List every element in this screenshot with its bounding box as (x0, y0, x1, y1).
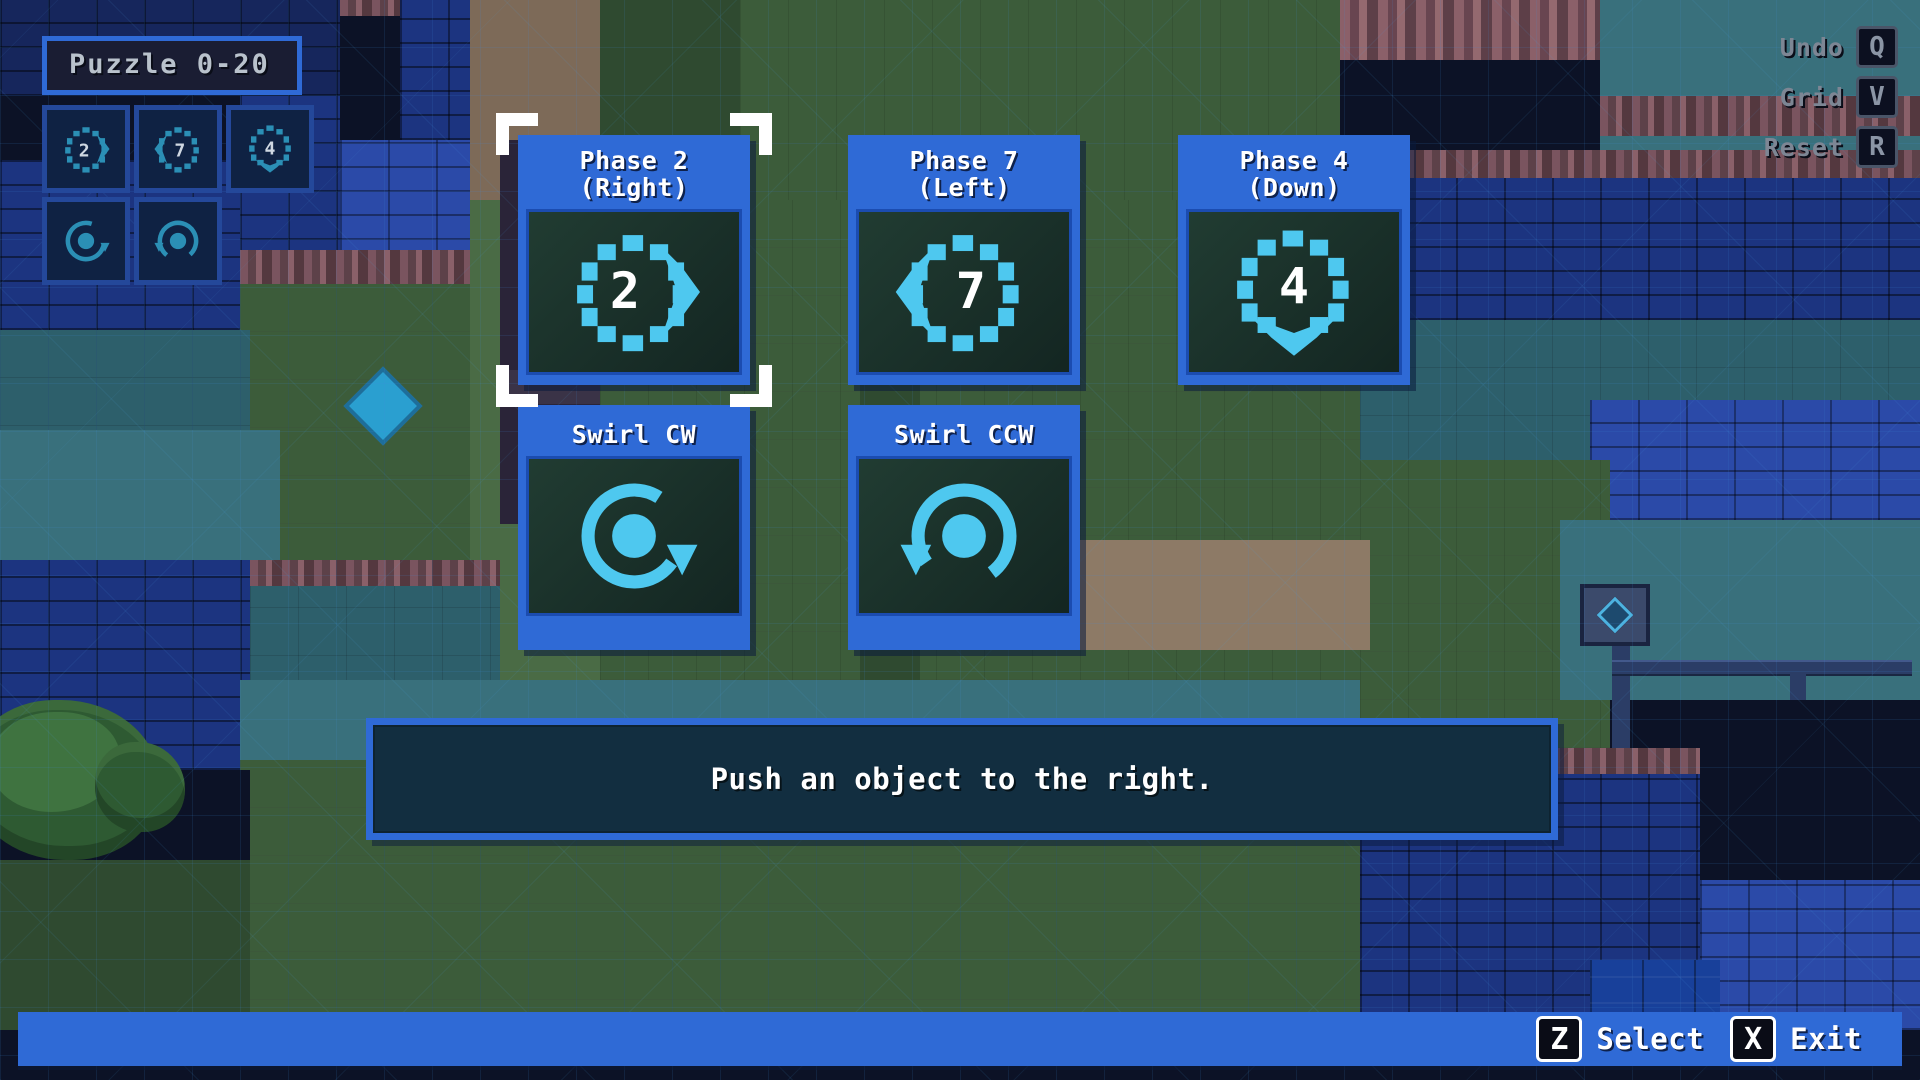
bg-grass (240, 284, 500, 584)
svg-text:4: 4 (1279, 257, 1309, 315)
keycap-x[interactable]: X (1730, 1016, 1777, 1062)
ability-card-icon-well: 4 (1186, 209, 1402, 375)
svg-text:7: 7 (956, 262, 986, 320)
ability-inventory: 2 7 (42, 105, 314, 285)
phase-ring-down-icon: 4 (1237, 230, 1349, 356)
ability-card-phase-4-down[interactable]: Phase 4 (Down) 4 (1178, 135, 1410, 385)
bg-path (1050, 540, 1370, 650)
bg-brick (1700, 880, 1920, 1030)
inventory-slot-phase-7-left[interactable]: 7 (134, 105, 222, 193)
inventory-slot-swirl-ccw[interactable] (134, 197, 222, 285)
ability-card-swirl-cw[interactable]: Swirl CW (518, 405, 750, 650)
inventory-slot-empty (226, 197, 314, 285)
phase-ring-right-icon: 2 (65, 127, 110, 173)
hud-shortcut-label: Undo (1779, 32, 1844, 62)
bg-brick (1590, 400, 1920, 520)
keycap-q[interactable]: Q (1856, 26, 1898, 68)
action-label: Exit (1790, 1022, 1862, 1056)
action-bar: Z Select X Exit (18, 1012, 1902, 1066)
action-exit[interactable]: X Exit (1730, 1016, 1862, 1062)
svg-text:2: 2 (610, 262, 640, 320)
hint-bar: Push an object to the right. (366, 718, 1558, 840)
phase-ring-down-icon: 4 (249, 125, 291, 173)
hud-shortcuts: Undo Q Grid V Reset R (1764, 26, 1898, 168)
bg-brick (1360, 160, 1920, 320)
hud-shortcut-label: Grid (1779, 82, 1844, 112)
inventory-slot-phase-4-down[interactable]: 4 (226, 105, 314, 193)
phase-ring-left-icon: 7 (895, 235, 1019, 352)
bg-rubble (1340, 0, 1600, 60)
ability-card-phase-2-right[interactable]: Phase 2 (Right) 2 (518, 135, 750, 385)
ability-card-icon-well (526, 456, 742, 616)
hud-shortcut-label: Reset (1763, 132, 1844, 162)
phase-ring-left-icon: 7 (154, 127, 199, 173)
ability-card-icon-well (856, 456, 1072, 616)
bg-node (1580, 584, 1650, 646)
keycap-v[interactable]: V (1856, 76, 1898, 118)
hud-shortcut-grid[interactable]: Grid V (1780, 76, 1898, 118)
svg-text:4: 4 (265, 138, 276, 159)
ability-card-title: Phase 4 (Down) (1239, 146, 1349, 202)
phase-ring-right-icon: 2 (577, 235, 700, 352)
ability-card-title: Swirl CW (571, 420, 697, 449)
bg-grass (1360, 460, 1610, 760)
bg-pipe (1612, 660, 1912, 676)
inventory-slot-phase-2-right[interactable]: 2 (42, 105, 130, 193)
hint-message: Push an object to the right. (710, 762, 1214, 796)
inventory-slot-swirl-cw[interactable] (42, 197, 130, 285)
bg-rubble (240, 250, 470, 284)
keycap-r[interactable]: R (1856, 126, 1898, 168)
ability-card-title: Swirl CCW (894, 420, 1034, 449)
bg-rubble (1360, 150, 1920, 178)
swirl-cw-icon (65, 220, 110, 262)
keycap-z[interactable]: Z (1536, 1016, 1583, 1062)
svg-text:7: 7 (174, 140, 185, 161)
action-select[interactable]: Z Select (1536, 1016, 1704, 1062)
ability-card-title: Phase 7 (Left) (909, 146, 1019, 202)
hint-bar-inner: Push an object to the right. (373, 725, 1551, 833)
bg-shrub (95, 742, 185, 832)
bg-rubble (340, 0, 400, 16)
bg-brick (400, 0, 470, 140)
ability-card-phase-7-left[interactable]: Phase 7 (Left) 7 (848, 135, 1080, 385)
ability-card-icon-well: 2 (526, 209, 742, 375)
swirl-ccw-icon (154, 220, 199, 262)
hud-shortcut-reset[interactable]: Reset R (1764, 126, 1898, 168)
swirl-cw-icon (581, 483, 698, 589)
svg-text:2: 2 (79, 140, 90, 161)
ability-card-swirl-ccw[interactable]: Swirl CCW (848, 405, 1080, 650)
page-title: Puzzle 0-20 (69, 49, 270, 80)
ability-card-icon-well: 7 (856, 209, 1072, 375)
swirl-ccw-icon (900, 483, 1017, 589)
puzzle-name-plaque: Puzzle 0-20 (42, 36, 302, 95)
action-label: Select (1596, 1022, 1705, 1056)
ability-card-title: Phase 2 (Right) (579, 146, 689, 202)
bg-grass (0, 860, 250, 1030)
bg-floor (0, 430, 280, 570)
bg-rubble (250, 560, 500, 586)
hud-shortcut-undo[interactable]: Undo Q (1780, 26, 1898, 68)
bg-void (340, 0, 400, 96)
